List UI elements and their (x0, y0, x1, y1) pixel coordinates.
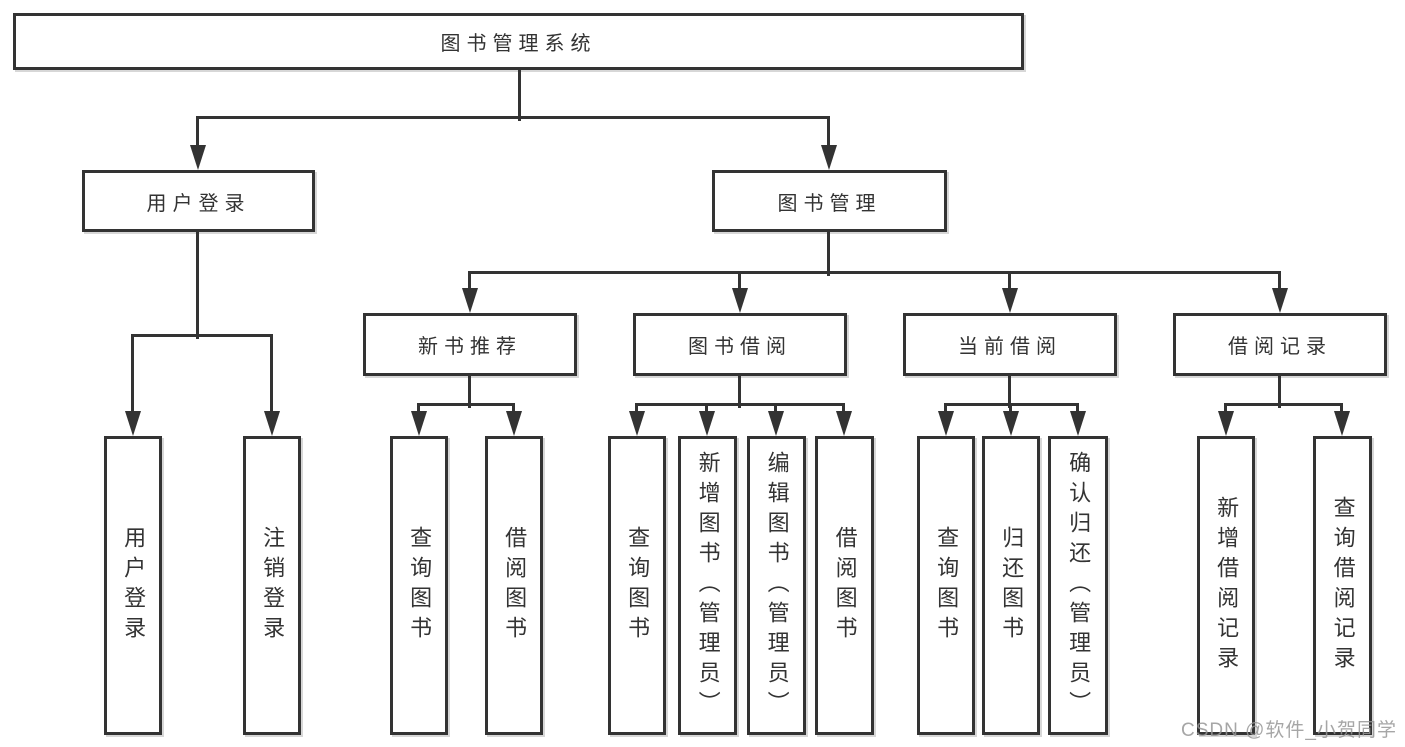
node-logout-action: 注销登录 (243, 436, 301, 735)
connector-vline (1008, 273, 1011, 291)
connector-vline (1224, 405, 1227, 414)
node-current-borrowing: 当前借阅 (903, 313, 1117, 376)
arrowhead-icon (1218, 411, 1234, 436)
node-query-books-borrow: 查询图书 (608, 436, 666, 735)
node-label: 新书推荐 (418, 336, 522, 358)
arrowhead-icon (699, 411, 715, 436)
connector-vline (738, 376, 741, 408)
node-label: 图书管理 (777, 192, 882, 215)
connector-hline (1224, 403, 1343, 406)
connector-vline (774, 405, 777, 414)
arrowhead-icon (462, 288, 478, 313)
node-label: 图书借阅 (688, 336, 792, 358)
arrowhead-icon (1003, 411, 1019, 436)
node-book-borrowing: 图书借阅 (633, 313, 847, 376)
arrowhead-icon (821, 145, 837, 170)
node-borrow-books-newbook: 借阅图书 (485, 436, 543, 735)
node-label: 归还图书 (999, 525, 1025, 646)
connector-vline (417, 405, 420, 414)
arrowhead-icon (836, 411, 852, 436)
arrowhead-icon (732, 288, 748, 313)
node-return-books: 归还图书 (982, 436, 1040, 735)
connector-vline (1340, 405, 1343, 414)
node-label: 确认归还（管理员） (1066, 450, 1092, 721)
node-borrow-records: 借阅记录 (1173, 313, 1387, 376)
node-query-books-newbook: 查询图书 (390, 436, 448, 735)
connector-vline (1278, 273, 1281, 291)
node-user-login: 用户登录 (82, 170, 315, 232)
arrowhead-icon (1070, 411, 1086, 436)
node-add-borrow-record: 新增借阅记录 (1197, 436, 1255, 735)
node-query-borrow-record: 查询借阅记录 (1313, 436, 1372, 735)
node-library-management-system: 图书管理系统 (13, 13, 1024, 70)
node-borrow-books-borrow: 借阅图书 (815, 436, 874, 735)
node-book-management: 图书管理 (712, 170, 947, 232)
connector-vline (944, 405, 947, 414)
node-label: 新增借阅记录 (1214, 495, 1240, 676)
arrowhead-icon (768, 411, 784, 436)
node-label: 借阅图书 (502, 525, 528, 646)
arrowhead-icon (264, 411, 280, 436)
arrowhead-icon (190, 145, 206, 170)
arrowhead-icon (938, 411, 954, 436)
node-label: 新增图书（管理员） (695, 450, 721, 721)
node-label: 借阅记录 (1228, 336, 1332, 358)
node-add-books-admin: 新增图书（管理员） (678, 436, 737, 735)
connector-vline (1008, 376, 1011, 408)
node-edit-books-admin: 编辑图书（管理员） (747, 436, 806, 735)
node-user-login-action: 用户登录 (104, 436, 162, 735)
connector-vline (738, 273, 741, 291)
node-label: 注销登录 (260, 525, 286, 646)
connector-vline (827, 232, 830, 276)
connector-vline (518, 70, 521, 121)
connector-vline (635, 405, 638, 414)
connector-vline (196, 118, 199, 148)
arrowhead-icon (629, 411, 645, 436)
node-label: 查询图书 (934, 525, 960, 646)
connector-vline (705, 405, 708, 414)
connector-vline (1278, 376, 1281, 408)
connector-vline (270, 336, 273, 414)
arrowhead-icon (1272, 288, 1288, 313)
connector-vline (468, 273, 471, 291)
connector-vline (196, 232, 199, 339)
arrowhead-icon (125, 411, 141, 436)
node-query-books-current: 查询图书 (917, 436, 975, 735)
watermark: CSDN @软件_小贺同学 (1181, 720, 1397, 741)
connector-vline (1009, 405, 1012, 414)
node-confirm-return-admin: 确认归还（管理员） (1048, 436, 1108, 735)
arrowhead-icon (506, 411, 522, 436)
arrowhead-icon (1002, 288, 1018, 313)
node-label: 编辑图书（管理员） (764, 450, 790, 721)
connector-hline (131, 334, 273, 337)
connector-vline (1076, 405, 1079, 414)
connector-hline (417, 403, 515, 406)
connector-vline (512, 405, 515, 414)
connector-vline (468, 376, 471, 408)
node-label: 当前借阅 (958, 336, 1062, 358)
node-label: 用户登录 (146, 192, 251, 215)
node-label: 图书管理系统 (440, 33, 597, 55)
arrowhead-icon (411, 411, 427, 436)
arrowhead-icon (1334, 411, 1350, 436)
node-new-book-recommend: 新书推荐 (363, 313, 577, 376)
node-label: 用户登录 (121, 525, 147, 646)
node-label: 查询图书 (625, 525, 651, 646)
connector-hline (196, 116, 830, 119)
connector-vline (842, 405, 845, 414)
node-label: 查询借阅记录 (1330, 495, 1356, 676)
node-label: 借阅图书 (832, 525, 858, 646)
connector-hline (468, 271, 1281, 274)
connector-vline (131, 336, 134, 414)
connector-vline (827, 118, 830, 148)
node-label: 查询图书 (407, 525, 433, 646)
connector-hline (944, 403, 1079, 406)
